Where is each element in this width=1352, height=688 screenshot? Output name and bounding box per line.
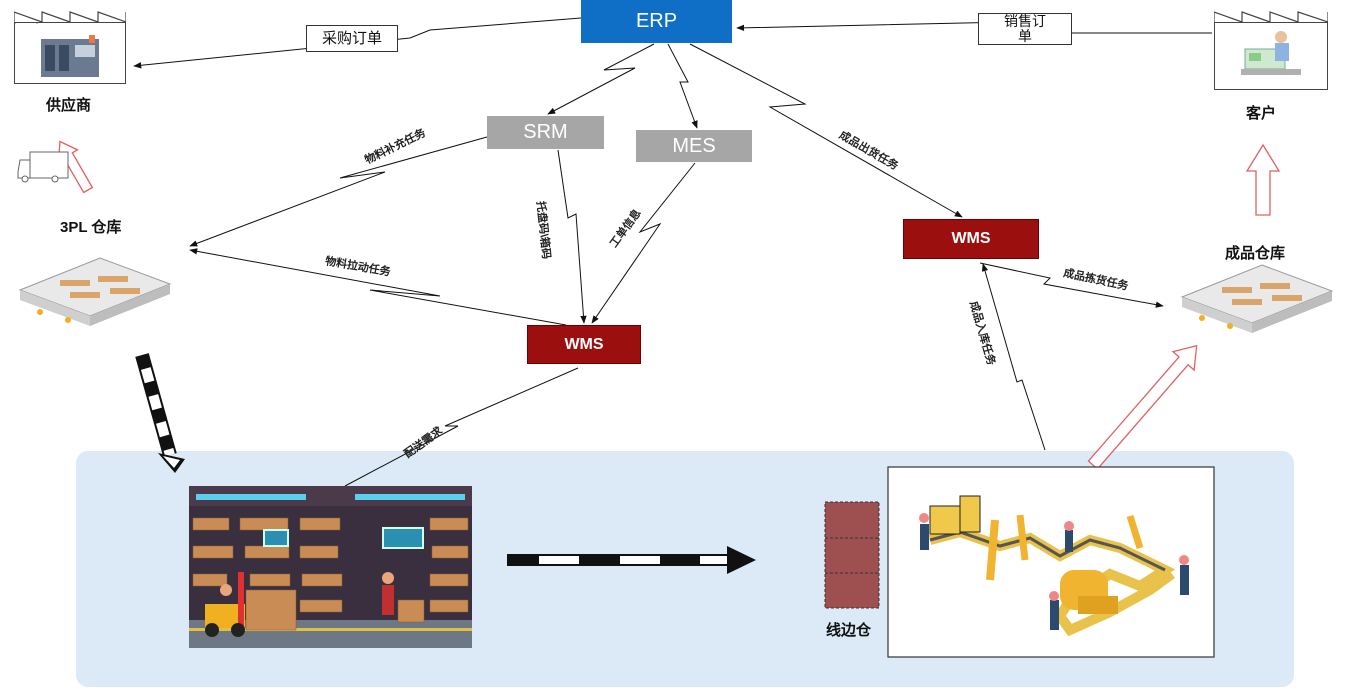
- supplier-factory-roof: [14, 11, 126, 23]
- wms-to-warehouse-line: [344, 367, 579, 487]
- sales-order-text-line2: 单: [1018, 28, 1032, 44]
- erp-box[interactable]: ERP: [581, 0, 732, 43]
- finished-warehouse-illustration: [1180, 264, 1334, 333]
- production-to-finished-arrow: [1087, 344, 1198, 470]
- line-side-rack: [824, 501, 880, 609]
- srm-box[interactable]: SRM: [487, 116, 604, 149]
- finished-to-customer-arrow: [1245, 143, 1281, 216]
- erp-to-srm-line: [547, 43, 655, 115]
- erp-to-wms-right-line: [689, 43, 963, 218]
- erp-to-mes-line: [667, 43, 698, 129]
- 3pl-warehouse-label: 3PL 仓库: [60, 219, 122, 236]
- line-side-warehouse-label: 线边仓: [826, 622, 872, 639]
- customer-to-erp-line: [736, 21, 1212, 34]
- wms-center-box[interactable]: WMS: [527, 325, 641, 364]
- customer-factory-roof: [1214, 11, 1328, 23]
- supplier-label: 供应商: [46, 97, 92, 114]
- supplier-factory-icon: [14, 22, 126, 84]
- wms-to-finished-line: [979, 262, 1164, 308]
- production-line-illustration: [919, 495, 1189, 637]
- warehouse-to-line-arrow: [507, 546, 756, 574]
- warehouse-3pl-illustration: [18, 257, 172, 326]
- purchase-order-label: 采购订单: [306, 25, 398, 52]
- sales-order-text-line1: 销售订: [1004, 13, 1046, 29]
- mes-box[interactable]: MES: [636, 130, 752, 162]
- 3pl-to-warehouse-arrow: [135, 353, 185, 473]
- erp-to-supplier-line: [133, 17, 582, 69]
- srm-to-3pl-line: [189, 136, 488, 247]
- wms-right-box[interactable]: WMS: [903, 219, 1039, 259]
- purchase-order-text: 采购订单: [321, 30, 382, 47]
- customer-label: 客户: [1246, 105, 1277, 122]
- wms-to-3pl-line: [189, 248, 567, 326]
- customer-factory-icon: [1214, 22, 1328, 90]
- production-to-wms-line: [981, 263, 1046, 451]
- finished-warehouse-label: 成品仓库: [1225, 245, 1286, 262]
- sales-order-label: 销售订 单: [978, 13, 1072, 45]
- warehouse-scene-illustration: [189, 486, 472, 648]
- truck-icon: [17, 151, 69, 183]
- srm-to-wms-line: [557, 149, 587, 324]
- mes-to-wms-line: [591, 162, 696, 324]
